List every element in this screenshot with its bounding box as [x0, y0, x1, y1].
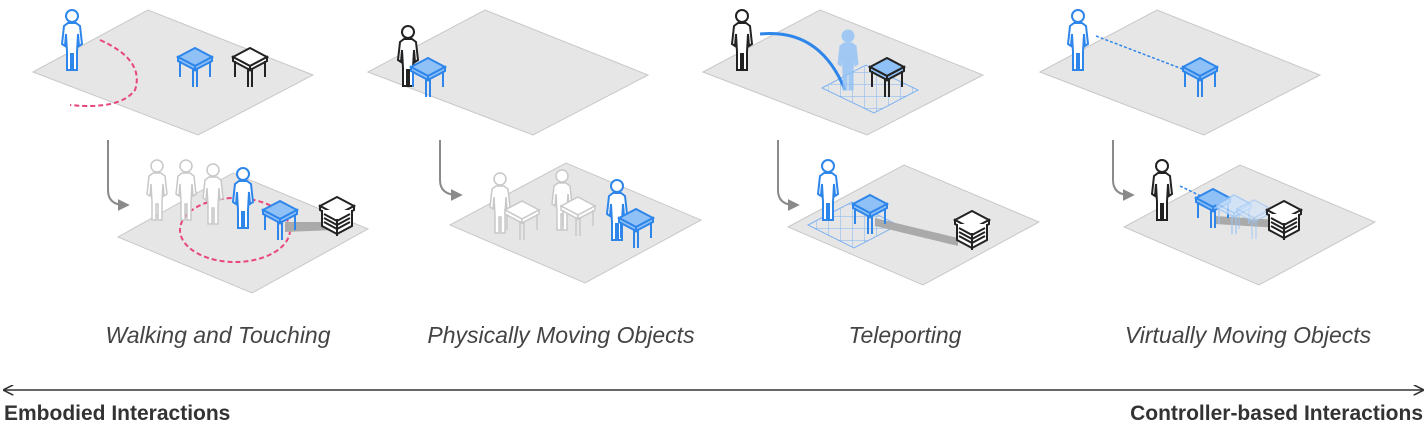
- caption-virtually-moving: Virtually Moving Objects: [1124, 322, 1372, 348]
- panel-walking: [31, 9, 370, 294]
- transition-arrow: [777, 140, 800, 211]
- spectrum-left-label: Embodied Interactions: [4, 402, 231, 425]
- transition-arrow: [107, 140, 130, 211]
- caption-walking: Walking and Touching: [105, 322, 331, 348]
- floor-bottom: [786, 164, 1041, 286]
- teleport-arc: [759, 31, 847, 91]
- floor-top: [1038, 9, 1322, 136]
- link-beam: [875, 218, 958, 246]
- caption-physically-moving: Physically Moving Objects: [427, 322, 695, 348]
- transition-arrow: [1112, 140, 1135, 201]
- floor-top: [366, 9, 650, 136]
- panel-virtually-moving: [1038, 9, 1377, 286]
- caption-teleporting: Teleporting: [848, 322, 962, 348]
- reach-circle: [69, 39, 138, 107]
- panel-teleporting: [701, 9, 1041, 286]
- spectrum-right-label: Controller-based Interactions: [1130, 402, 1423, 425]
- pointer-ray: [1095, 35, 1186, 71]
- panel-physically-moving: [366, 9, 703, 284]
- transition-arrow: [439, 140, 463, 201]
